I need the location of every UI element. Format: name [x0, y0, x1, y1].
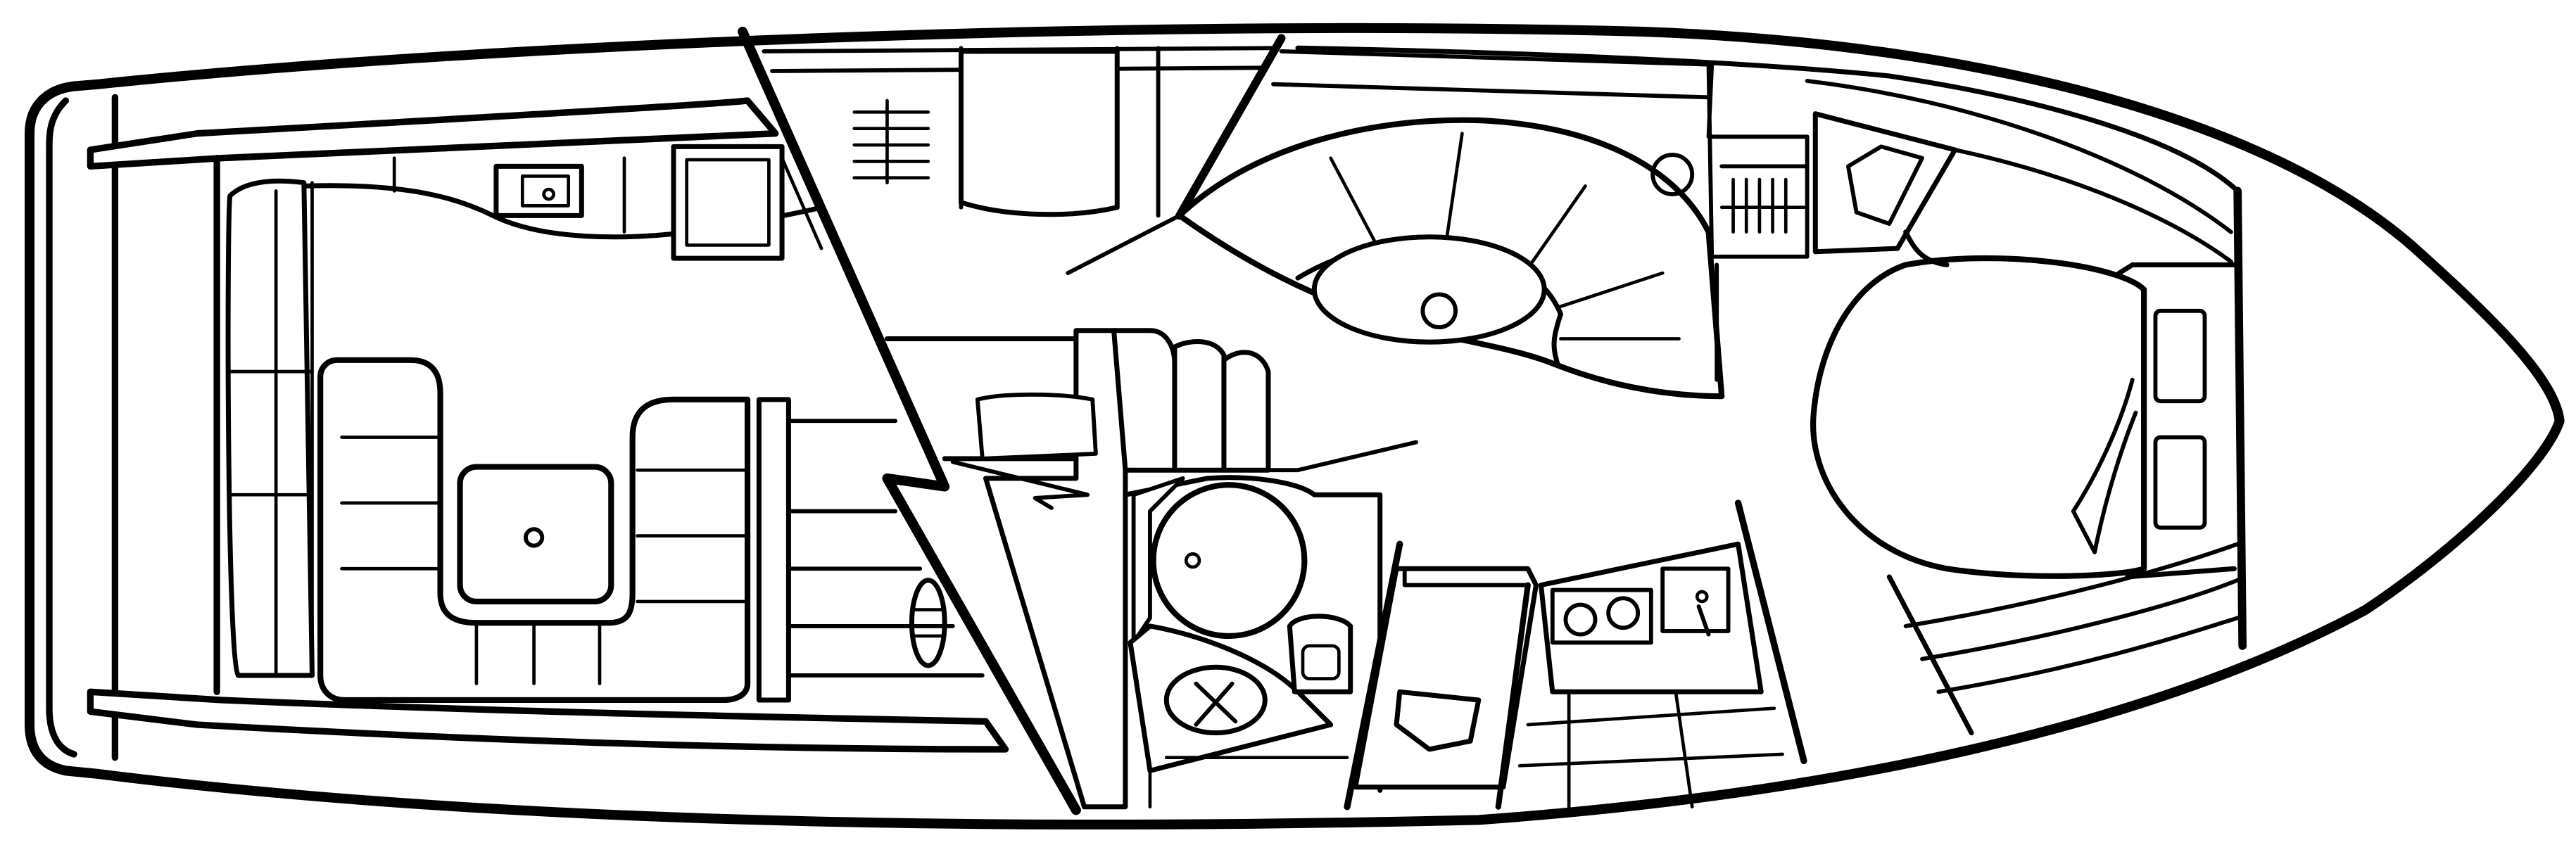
helm-console [786, 419, 985, 678]
toilet [1287, 614, 1353, 694]
head-floor-lines [1148, 756, 1349, 809]
port-gunwale [87, 97, 779, 170]
v-berth [1810, 255, 2147, 579]
galley-stove [1550, 587, 1653, 645]
aft-bench-lines [228, 181, 314, 678]
head [1123, 475, 1383, 809]
stove-burner-1-icon [1563, 602, 1598, 637]
step-2 [1172, 338, 1227, 473]
dinette-table-pedestal-icon [1420, 292, 1458, 330]
port-side-rail-fwd [1295, 45, 2240, 193]
berth-pillow-1 [2153, 308, 2207, 404]
mid-berth-pillow [975, 392, 1098, 461]
galley-sink [1660, 566, 1731, 633]
salon-curved-counter [958, 49, 1120, 217]
bow-deck-line [2233, 186, 2247, 650]
berth-pillow-2 [2153, 435, 2207, 530]
fwd-locker [1719, 134, 1810, 259]
galley-fridge [1353, 566, 1539, 790]
galley-wall-right [1734, 500, 1807, 765]
cockpit-counter [392, 156, 823, 250]
salon [762, 46, 1810, 400]
head-outline [1123, 475, 1383, 793]
wet-bar-basin [520, 174, 570, 208]
cockpit-table [457, 464, 614, 605]
wet-bar-drain-icon [542, 187, 555, 201]
galley-drawers [1517, 690, 1784, 809]
helm-wheel-icon [909, 578, 947, 668]
salon-floor-line-1 [1066, 213, 1182, 276]
cockpit-storage-lid [685, 158, 771, 247]
cockpit-table-pedestal-icon [524, 527, 545, 548]
v-berth-blanket-fold [2071, 377, 2138, 554]
cockpit [213, 144, 985, 704]
fwd-stateroom-door [1886, 229, 1974, 736]
head-sink-faucet-icon [1194, 681, 1238, 727]
mid-berth-blanket-fold [950, 459, 1090, 510]
forward-stateroom [1719, 111, 2237, 736]
galley-microwave-icon [1394, 689, 1482, 752]
galley-faucet-icon [1696, 604, 1711, 637]
shower-drain-area [1150, 482, 1308, 640]
companionway-steps [1111, 328, 1177, 473]
salon-side-shelves [1271, 49, 1810, 259]
fwd-hanging-locker-lines [1719, 177, 1806, 234]
aft-bench-seat [225, 178, 315, 678]
cockpit-storage-box [671, 144, 785, 261]
shower-drain-icon [1184, 552, 1201, 569]
salon-porthole-icon [1650, 153, 1695, 196]
side-decks [87, 45, 2240, 753]
windshield-bulkhead [738, 26, 1081, 815]
port-side-rail-inner [1805, 79, 2233, 264]
fwd-stateroom-wall [2116, 262, 2237, 580]
toilet-tank [1301, 644, 1341, 680]
galley [1344, 500, 1807, 811]
step-3 [1221, 350, 1271, 473]
u-lounge-outer [317, 357, 751, 704]
dinette-table [1311, 234, 1547, 345]
galley-fridge-top [1402, 566, 1530, 587]
transom-platform [46, 94, 119, 761]
steps-bottom [1123, 440, 1418, 473]
head-side-wall [1131, 476, 1185, 645]
u-lounge-cushion-lines [340, 436, 750, 685]
stbd-side-rail-fwd [1903, 542, 2240, 694]
dinette-cushion-lines [1329, 132, 1681, 341]
galley-wall-mid [1495, 582, 1531, 810]
fwd-cabinet-hatch-icon [1846, 144, 1924, 226]
upper-drawer-lines [852, 99, 930, 185]
helm-seat [756, 397, 791, 703]
starboard-gunwale [87, 688, 1009, 753]
galley-sink-drain-icon [1695, 590, 1709, 604]
stove-burner-2-icon [1606, 596, 1641, 630]
mid-cabin [884, 328, 1418, 810]
